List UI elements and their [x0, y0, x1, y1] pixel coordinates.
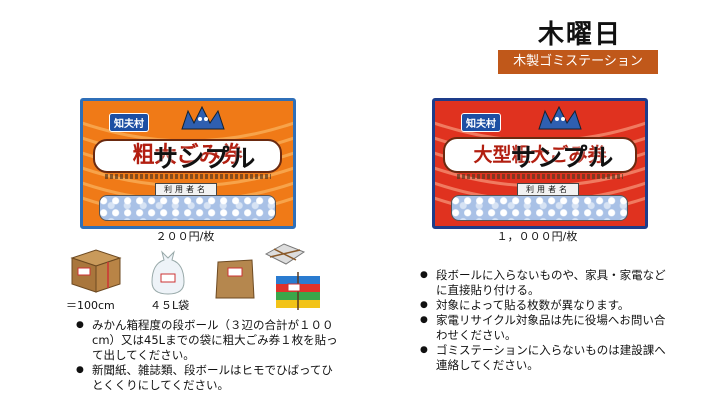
ticket-title: 粗大ごみ券: [93, 139, 282, 173]
garbage-bag-illustration: [148, 248, 188, 300]
bag-size-caption: ４５L袋: [150, 299, 190, 312]
note-item: ゴミステーションに入らないものは建設課へ連絡してください。: [418, 343, 670, 373]
name-field-pattern: [451, 195, 628, 221]
ticket-title: 大型粗大ごみ券: [443, 137, 637, 173]
station-badge: 木製ゴミステーション: [498, 50, 658, 74]
mascot-illustration: [178, 103, 228, 139]
cardboard-box-illustration: [66, 246, 124, 298]
box-size-caption: ＝100cm: [66, 299, 115, 312]
sample-watermark: サンプル: [511, 143, 615, 172]
large-garbage-ticket: 知夫村 大型粗大ごみ券 サンプル 利用者名: [432, 98, 648, 229]
mascot-illustration: [535, 103, 585, 139]
note-item: みかん箱程度の段ボール（３辺の合計が１００cm）又は45Lまでの袋に粗大ごみ券１…: [74, 318, 342, 363]
small-garbage-ticket: 知夫村 粗大ごみ券 サンプル 利用者名: [80, 98, 296, 229]
fine-print: [457, 174, 623, 179]
fine-print: [105, 174, 271, 179]
note-item: 新聞紙、雑誌類、段ボールはヒモでひばってひとくくりにしてください。: [74, 363, 342, 393]
large-ticket-notes: 段ボールに入らないものや、家具・家電などに直接貼り付ける。 対象によって貼る枚数…: [418, 268, 670, 373]
large-ticket-price: １，０００円/枚: [496, 230, 578, 243]
name-field-pattern: [99, 195, 276, 221]
note-item: 段ボールに入らないものや、家具・家電などに直接貼り付ける。: [418, 268, 670, 298]
tied-newspapers-illustration: [262, 240, 308, 272]
note-item: 対象によって貼る枚数が異なります。: [418, 298, 670, 313]
small-ticket-notes: みかん箱程度の段ボール（３辺の合計が１００cm）又は45Lまでの袋に粗大ごみ券１…: [74, 318, 342, 393]
paper-bag-illustration: [214, 252, 256, 304]
village-label: 知夫村: [109, 113, 149, 132]
small-ticket-price: ２００円/枚: [155, 230, 215, 243]
tied-magazines-illustration: [272, 270, 324, 314]
sample-watermark: サンプル: [153, 144, 257, 173]
note-item: 家電リサイクル対象品は先に役場へお問い合わせください。: [418, 313, 670, 343]
day-title: 木曜日: [537, 20, 622, 50]
village-label: 知夫村: [461, 113, 501, 132]
